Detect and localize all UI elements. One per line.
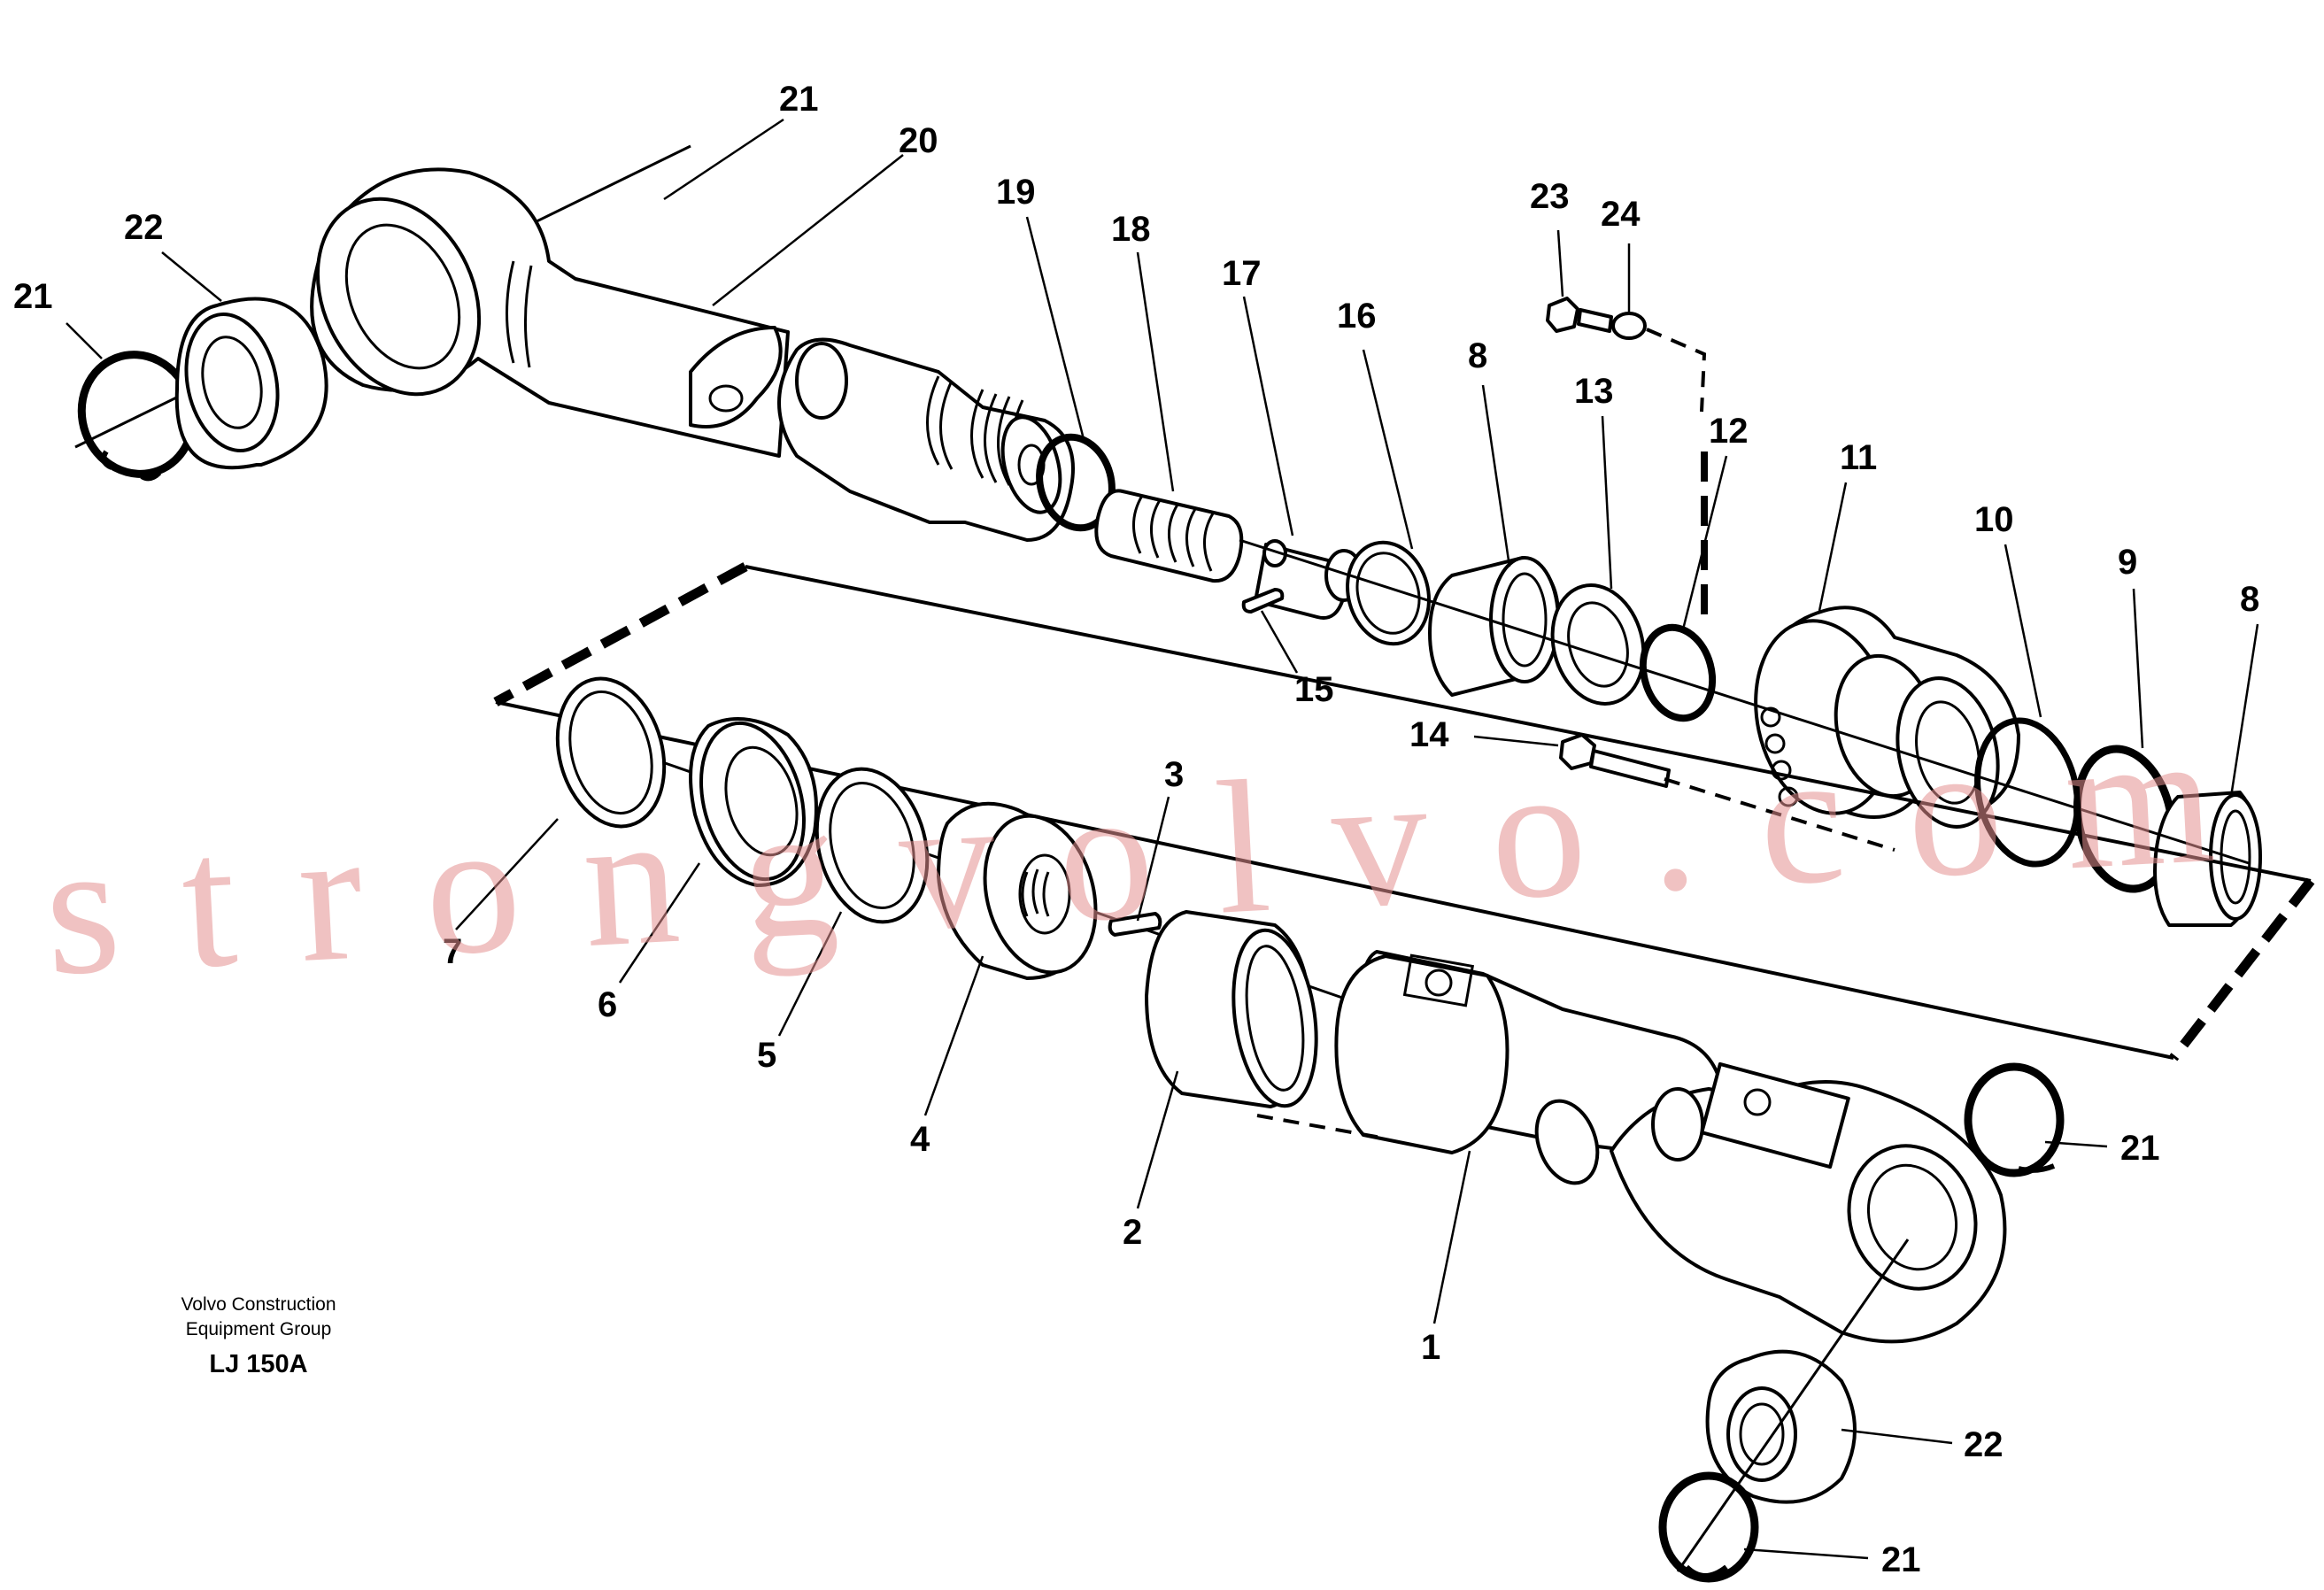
callout-21-left: 21: [13, 277, 53, 316]
piston-seal-6: [689, 717, 818, 887]
leader-lines: [66, 118, 2259, 1560]
valve-17: [1254, 539, 1363, 620]
upper-axis-right: [1239, 538, 2250, 865]
retaining-ring-right-upper: [1964, 1062, 2065, 1177]
callout-15: 15: [1294, 670, 1334, 709]
spacer-tube-2: [1145, 910, 1318, 1108]
bolt-14: [1559, 733, 1671, 788]
o-ring-19: [1036, 433, 1116, 532]
callout-23: 23: [1530, 177, 1570, 216]
bushing-8-upper: [1428, 556, 1560, 697]
cylinder-bottom-eye: [1610, 1061, 2007, 1344]
callout-12: 12: [1709, 412, 1749, 451]
callout-21-bottom: 21: [1881, 1540, 1921, 1579]
company-line-1: Volvo Construction: [181, 1294, 336, 1315]
callout-24: 24: [1601, 195, 1641, 234]
ring-10: [1974, 717, 2081, 868]
callout-5: 5: [757, 1036, 776, 1075]
callout-9: 9: [2118, 543, 2137, 582]
company-line-2: Equipment Group: [186, 1319, 332, 1339]
callout-18: 18: [1111, 210, 1151, 249]
watermark-text: strongvolvo.com: [40, 689, 2243, 1015]
ring-12: [1639, 623, 1717, 722]
callout-21-top: 21: [779, 80, 819, 119]
callout-19: 19: [996, 173, 1036, 212]
callout-10: 10: [1974, 500, 2014, 539]
spring-18: [1094, 489, 1244, 583]
piston-4: [937, 801, 1098, 980]
callout-20: 20: [899, 121, 938, 160]
lower-assembly: [555, 676, 2065, 1583]
set-screw-3: [1108, 912, 1162, 937]
pin-15: [1241, 588, 1285, 614]
callout-11: 11: [1840, 438, 1877, 477]
callout-2: 2: [1123, 1213, 1142, 1252]
callout-22-bottom: 22: [1964, 1425, 2004, 1464]
retaining-ring-bottom: [1658, 1471, 1759, 1583]
washer-24: [1611, 312, 1647, 340]
bottom-axis-line: [1676, 1239, 1910, 1572]
callout-16: 16: [1337, 297, 1377, 336]
callout-3: 3: [1164, 755, 1184, 794]
title-block: Volvo Construction Equipment Group LJ 15…: [181, 1294, 336, 1378]
spherical-bearing-left: [174, 297, 328, 470]
callout-22-top: 22: [124, 208, 164, 247]
callout-6: 6: [598, 985, 617, 1024]
cylinder-barrel-1: [1334, 950, 1725, 1185]
cylinder-head-11: [1754, 606, 2020, 829]
callout-8-right: 8: [2240, 580, 2259, 619]
top-assembly: [74, 144, 2262, 927]
seal-13: [1550, 583, 1646, 706]
bolt-23: [1546, 297, 1613, 333]
piston-rod-eye: [310, 167, 790, 458]
callout-17: 17: [1222, 254, 1262, 293]
bolt-path-dash: [1646, 328, 1707, 413]
callout-1: 1: [1421, 1328, 1440, 1367]
callout-21-right: 21: [2120, 1129, 2160, 1168]
bolt-14-dash: [1664, 777, 1895, 852]
rod-threaded-end: [777, 337, 1075, 542]
drawing-number: LJ 150A: [209, 1350, 307, 1378]
callout-13: 13: [1574, 372, 1614, 411]
callout-7: 7: [443, 932, 462, 971]
callout-8-upper: 8: [1468, 336, 1487, 375]
barrel-dash: [1256, 1114, 1382, 1139]
spherical-bearing-bottom: [1705, 1349, 1857, 1504]
callout-14: 14: [1409, 715, 1449, 754]
callout-labels: 21 20 22 21 19 18 17 16 8 13 23 24 12 11…: [13, 80, 2259, 1579]
callout-4: 4: [910, 1120, 930, 1159]
